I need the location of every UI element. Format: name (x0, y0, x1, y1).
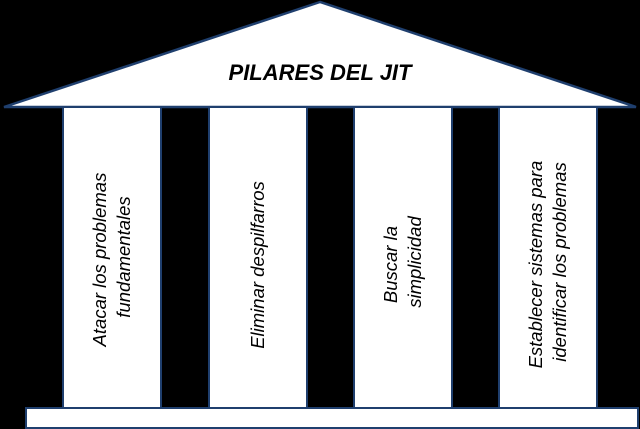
pillar-1-label: Atacar los problemas fundamentales (89, 168, 134, 348)
roof-pediment (3, 0, 637, 109)
pillar-1-line-1: Atacar los problemas (89, 173, 110, 348)
pillar-1 (62, 106, 162, 409)
pillar-3 (353, 106, 453, 409)
pillar-4-label: Establecer sistemas para identificar los… (525, 156, 570, 369)
diagram-title: PILARES DEL JIT (229, 60, 414, 85)
pillar-2 (208, 106, 308, 409)
pillar-4-line-2: identificar los problemas (549, 162, 570, 361)
pillar-1-line-2: fundamentales (113, 196, 134, 317)
temple-base (25, 407, 639, 429)
pillar-4 (498, 106, 598, 409)
pillar-3-line-2: simplicidad (404, 216, 425, 308)
pillar-4-line-1: Establecer sistemas para (525, 161, 546, 369)
pillar-2-line-1: Eliminar despilfarros (247, 181, 268, 349)
pillar-3-label: Buscar la simplicidad (380, 216, 425, 308)
pillars-group (62, 106, 598, 409)
pillar-2-label: Eliminar despilfarros (247, 181, 268, 349)
pillar-3-line-1: Buscar la (380, 226, 401, 303)
